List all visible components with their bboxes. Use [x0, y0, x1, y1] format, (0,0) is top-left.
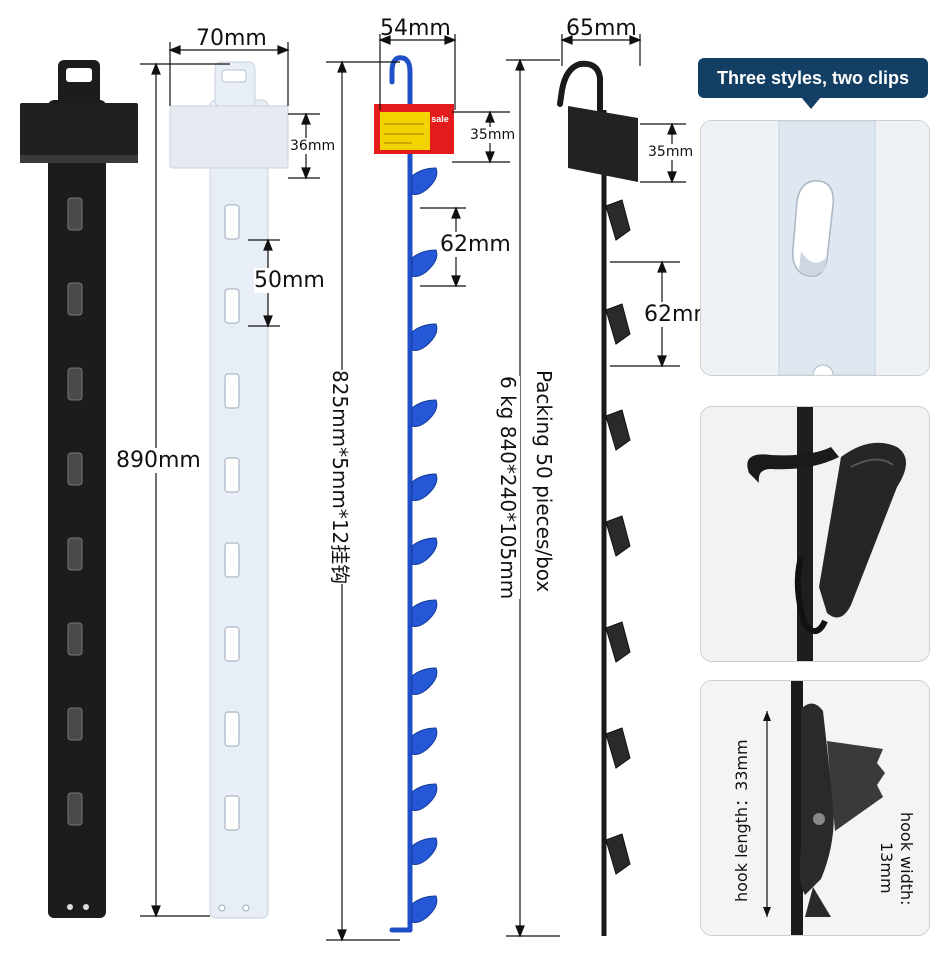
black-metal-hook-rod [557, 60, 638, 936]
blue-header-35-label: 35mm [470, 127, 516, 143]
rod-header-35-label: 35mm [648, 144, 694, 160]
width-54-label: 54mm [380, 16, 451, 41]
badge-pointer [801, 97, 821, 109]
white-strip-holes [218, 204, 250, 912]
width-65-label: 65mm [566, 16, 637, 41]
black-metal-rod-clips [605, 199, 631, 875]
metal-clip-closeup-image [701, 681, 929, 935]
hook-width-value: 13mm [877, 842, 896, 894]
width-70-label: 70mm [196, 26, 267, 51]
spacing-50-label: 50mm [254, 268, 325, 293]
blue-hook-rod [389, 55, 413, 933]
styles-badge: Three styles, two clips [698, 58, 928, 98]
hook-length-label: hook length：33mm [732, 739, 751, 902]
packing-line2: 6 kg 840*240*105mm [496, 376, 520, 600]
blue-rod-clips [411, 167, 438, 923]
clip-closeup-image [701, 407, 929, 661]
blue-spacing-62-label: 62mm [440, 232, 511, 257]
detail-panel-hole [700, 120, 930, 376]
black-clip-strip [20, 60, 138, 918]
hook-width-label: hook width: [897, 812, 916, 906]
black-strip-holes [67, 197, 89, 910]
header-36-label: 36mm [290, 138, 336, 154]
rod-spacing-62-label: 62mm [644, 302, 700, 327]
hole-closeup-image [701, 121, 929, 375]
detail-panel-metal-clip [700, 680, 930, 936]
length-890-label: 890mm [116, 448, 201, 473]
price-tag-text: sale [431, 114, 449, 124]
price-tag-holder [374, 104, 454, 154]
blue-spec-label: 825mm*5mm*12挂钩 [327, 370, 356, 585]
detail-panel-clip [700, 406, 930, 662]
packing-line1: Packing 50 pieces/box [532, 370, 556, 593]
